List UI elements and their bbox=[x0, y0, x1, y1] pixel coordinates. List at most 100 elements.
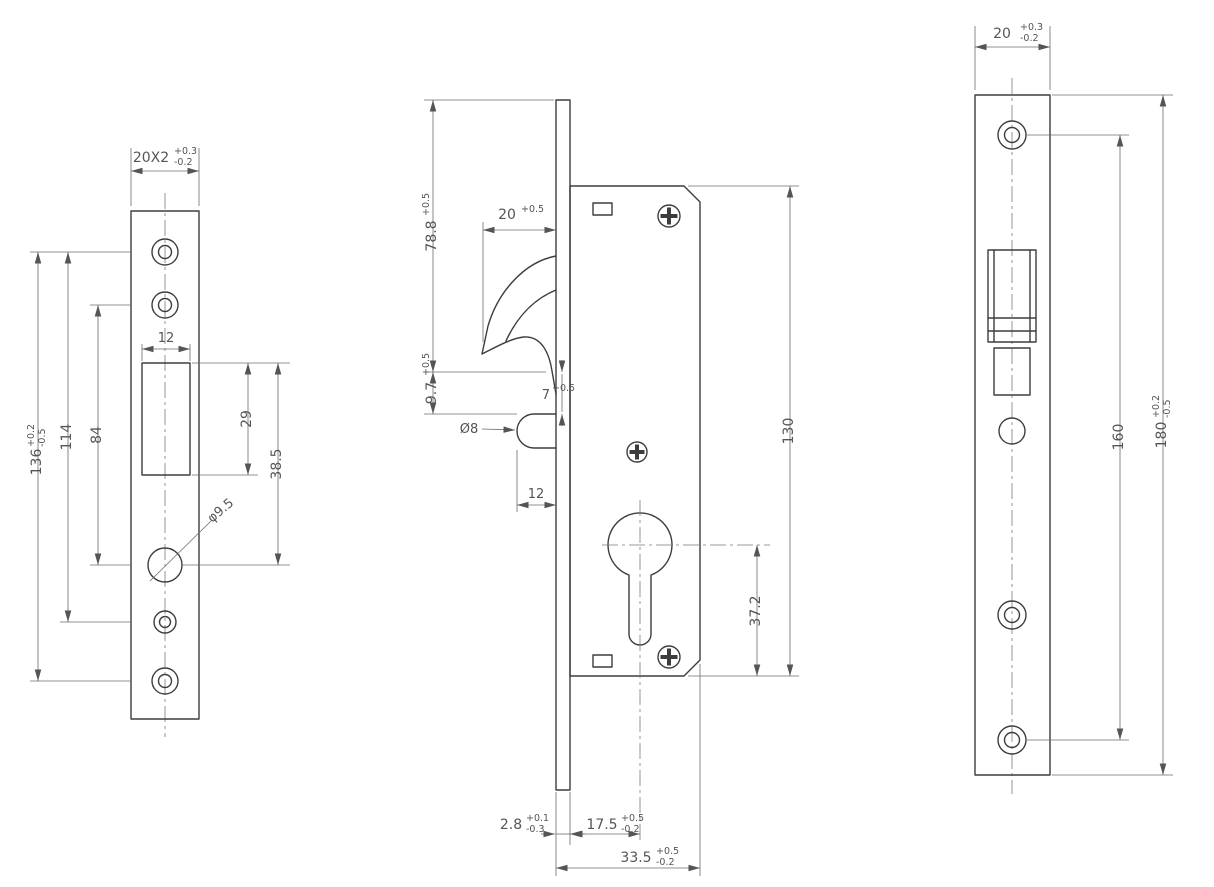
tolerance-upper: +0.3 bbox=[1020, 22, 1043, 33]
dim-label: φ9.5 bbox=[205, 496, 237, 526]
dim-label: 38.5 bbox=[269, 448, 285, 479]
dim-label: 114 bbox=[59, 424, 75, 451]
latch-block-outline bbox=[987, 249, 1037, 343]
hole-inner bbox=[1003, 126, 1021, 144]
hole-inner bbox=[158, 615, 172, 629]
hole-outer bbox=[997, 120, 1027, 150]
pin-hole bbox=[998, 417, 1026, 445]
latch-lower-block bbox=[993, 347, 1031, 396]
dim-window-width: 12 bbox=[141, 331, 191, 361]
dim-body-height: 130 bbox=[688, 185, 799, 677]
phillips-screw bbox=[626, 441, 648, 463]
mounting-hole bbox=[153, 610, 177, 634]
tolerance: +0.5 bbox=[521, 204, 544, 215]
phillips-screw bbox=[657, 204, 681, 228]
tolerance-upper: +0.2 bbox=[1151, 395, 1162, 418]
hole-outer bbox=[151, 667, 179, 695]
faceplate-edge bbox=[555, 99, 571, 791]
euro-cylinder-hole bbox=[607, 512, 673, 646]
dim-label: 29 bbox=[239, 410, 255, 428]
hook-bolt-inner-edge bbox=[505, 289, 557, 342]
dim-385: 38.5 bbox=[182, 363, 290, 566]
phillips-screw bbox=[657, 645, 681, 669]
hole-outer bbox=[997, 600, 1027, 630]
hook-bolt-outline bbox=[481, 255, 557, 395]
dim-plate-width: 20 +0.3 -0.2 bbox=[974, 22, 1051, 90]
dim-label: 7 bbox=[542, 388, 550, 403]
dim-cyl-offset: 37.2 bbox=[748, 545, 764, 676]
mounting-hole bbox=[151, 238, 179, 266]
dim-label: 12 bbox=[528, 487, 545, 502]
fixing-slot-top bbox=[592, 202, 613, 216]
dim-total-height: 136 +0.2 -0.5 bbox=[26, 251, 131, 682]
latch-window bbox=[141, 362, 191, 476]
dim-bottom-group: 2.8 +0.1 -0.3 17.5 +0.5 -0.2 33.5 +0.5 -… bbox=[500, 664, 701, 876]
tolerance-upper: +0.5 bbox=[656, 846, 679, 857]
right-view: 20 +0.3 -0.2 160 180 +0.2 -0.5 bbox=[974, 22, 1173, 794]
mounting-hole bbox=[151, 667, 179, 695]
dim-label: 33.5 bbox=[620, 850, 651, 866]
screw-head bbox=[626, 441, 648, 463]
tolerance-upper: +0.2 bbox=[26, 424, 37, 447]
fixing-slot-bottom bbox=[592, 654, 613, 668]
dim-label: 20 bbox=[993, 26, 1011, 42]
hole-outer bbox=[153, 610, 177, 634]
dim-window-height: 29 bbox=[192, 362, 290, 476]
center-view: 20 +0.5 78.8 +0.5 9.7 +0.5 bbox=[421, 99, 799, 876]
mounting-hole bbox=[997, 120, 1027, 150]
tolerance-lower: -0.2 bbox=[1020, 33, 1039, 44]
tolerance-lower: -0.5 bbox=[37, 428, 48, 447]
dim-label: 20X2 bbox=[133, 150, 169, 166]
hole-inner bbox=[157, 244, 173, 260]
dim-label: 12 bbox=[158, 331, 175, 346]
dim-label: 130 bbox=[781, 418, 797, 445]
dim-label: 84 bbox=[89, 426, 105, 444]
dim-hook-reach: 20 +0.5 bbox=[482, 204, 556, 342]
hole-inner bbox=[1003, 731, 1021, 749]
tolerance-lower: -0.2 bbox=[174, 157, 193, 168]
dim-label: 20 bbox=[498, 207, 516, 223]
dim-plate-height: 180 +0.2 -0.5 bbox=[1052, 94, 1173, 776]
dim-label: 2.8 bbox=[500, 817, 522, 833]
tolerance-upper: +0.1 bbox=[526, 813, 549, 824]
hole-inner bbox=[157, 297, 173, 313]
lock-body-outline bbox=[569, 185, 701, 677]
dim-label: 136 bbox=[29, 449, 45, 476]
dim-plate-width: 20X2 +0.3 -0.2 bbox=[130, 146, 200, 206]
tolerance-lower: -0.3 bbox=[526, 824, 545, 835]
leader-line bbox=[149, 520, 212, 582]
hole-inner bbox=[1003, 606, 1021, 624]
mounting-hole bbox=[997, 725, 1027, 755]
tolerance-lower: -0.2 bbox=[656, 857, 675, 868]
faceplate-outline bbox=[974, 94, 1051, 776]
tolerance: +0.5 bbox=[421, 353, 432, 376]
callout-hole-dia: φ9.5 bbox=[149, 496, 237, 582]
hole-outer bbox=[151, 238, 179, 266]
dim-label: 78.8 bbox=[424, 220, 440, 251]
dim-label: 160 bbox=[1111, 424, 1127, 451]
dim-label: 180 bbox=[1154, 422, 1170, 449]
dim-pin-length: 12 bbox=[516, 450, 556, 512]
dim-84: 84 bbox=[89, 304, 131, 566]
leader-line bbox=[481, 426, 516, 433]
screw-head bbox=[657, 204, 681, 228]
left-view: 20X2 +0.3 -0.2 136 +0.2 -0.5 114 bbox=[26, 146, 290, 737]
dim-label: 9.7 bbox=[424, 382, 440, 404]
dim-hook-height: 78.8 +0.5 bbox=[421, 99, 554, 373]
dim-offset: 7 +0.5 bbox=[542, 360, 575, 426]
dim-label: 17.5 bbox=[586, 817, 617, 833]
tolerance-lower: -0.5 bbox=[1162, 399, 1173, 418]
hole-outer bbox=[997, 725, 1027, 755]
tolerance-upper: +0.3 bbox=[174, 146, 197, 157]
hook-bolt bbox=[481, 255, 557, 395]
latch-block bbox=[987, 249, 1037, 396]
dim-label: 37.2 bbox=[748, 595, 764, 626]
tolerance: +0.5 bbox=[421, 193, 432, 216]
dim-label: Ø8 bbox=[460, 422, 479, 437]
screw-head bbox=[657, 645, 681, 669]
faceplate-outline bbox=[130, 210, 200, 720]
mounting-hole bbox=[997, 600, 1027, 630]
tolerance: +0.5 bbox=[552, 383, 575, 394]
